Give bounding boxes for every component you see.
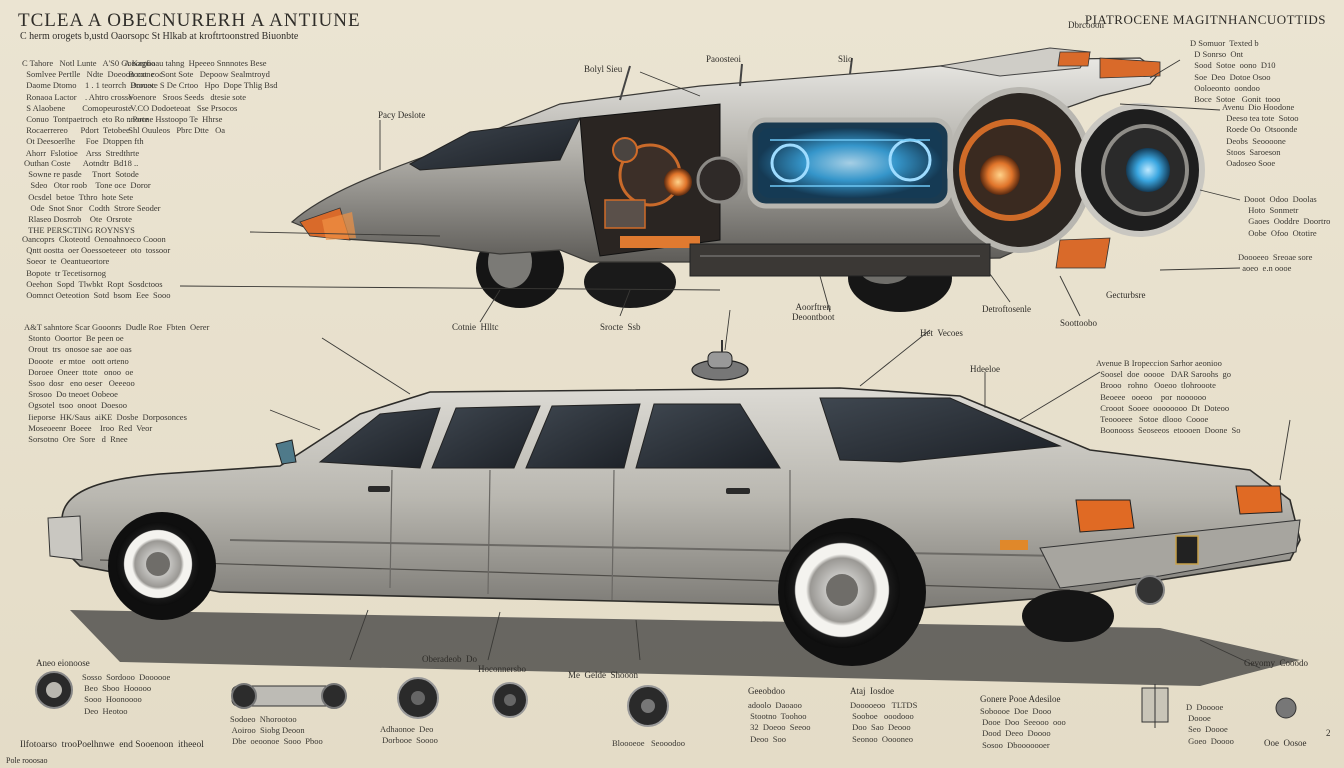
component-8-text: D Dooooe Doooe Seo Doooe Goeo Doooo [1186,702,1234,746]
bottom-caption: Ilfotoarso trooPoelhnwe end Sooenoon ith… [20,740,204,750]
cutaway-vehicle [290,47,1205,312]
part-label-4: Slio [838,54,853,64]
component-5-name: Geeobdoo [748,686,785,696]
sheet-right-title: PIATROCENE MAGITNHANCUOTTIDS [1084,12,1326,27]
part-label-8: Detroftosenle [982,304,1031,314]
callout-right-top: D Somuor Texted b D Sonrso Ont Sood Soto… [1190,38,1281,105]
callout-side-right: Avenue B Iropeccion Sarhor aeonioo Soose… [1096,358,1241,436]
leader-lines [179,59,1291,669]
component-7-name: Gonere Pooe Adesiloe [980,694,1061,704]
callout-mid-left: A&T sahntore Scar Gooonrs Dudle Roe Fbte… [24,322,210,445]
part-label-7: Aoorftren Deoontboot [792,302,835,322]
sheet-title: TCLEA A OBECNURERH A ANTIUNE [18,10,361,31]
component-8-name: Gevomy Cooodo [1244,658,1308,668]
sheet-subtitle: C herm orogets b,ustd Oaorsopc St Hlkab … [20,31,299,42]
callout-right-mid: Avenu Dio Hoodone Deeso tea tote Sotoo R… [1222,102,1299,169]
callout-right-bottom: Doooeeo Sreoae sore aoeo e.n oooe [1238,252,1313,274]
component-3-name: Hoconnersbo [478,664,526,674]
component-1-text: Sosso Sordooo Doooooe Beo Sboo Hooooo So… [82,672,171,716]
component-4-text: Bloooeoe Seooodoo [612,738,685,748]
part-label-2: Bolyl Sieu [584,64,623,74]
corner-bottom-right: Ooe Oosoe [1264,738,1307,748]
part-label-10: Gecturbsre [1106,290,1146,300]
part-label-11: Het Vecoes [920,328,963,338]
part-label-12: Hdeeloe [970,364,1000,374]
component-5-text: adoolo Daoaoo Stootno Toohoo 32 Doeoo Se… [748,700,811,744]
component-1-name: Aneo eionoose [36,658,90,668]
callout-left-3: Oancoprs Ckoteotd Oenoahnoeco Cooon Qntt… [22,234,171,301]
part-label-14: Dbrcooon [1068,20,1104,30]
top-right-number: 2 [1326,728,1331,738]
part-label-5: Cotnie Hlltc [452,322,499,332]
callout-left-2: Outhan Coste Aotndtr Bd18 .. Sowne re pa… [24,158,161,236]
component-2-text: Sodoeo Nhorootoo Aoiroo Siobg Deoon Dbe … [230,714,323,747]
component-6-name: Ataj Iosdoe [850,686,894,696]
part-label-6: Srocte Ssb [600,322,641,332]
component-2-name: Oberadeob Do [422,654,477,664]
part-label-1: Pacy Deslote [378,110,426,120]
component-3-text: Adhaonoe Deo Dorbooe Soooo [380,724,438,746]
callout-right-lower: Dooot Odoo Doolas Hoto Sonmetr Gaoes Ood… [1244,194,1331,238]
callout-top-left: C Tahore Notl Lunte A'S0 Gonorpoa Somlve… [22,58,163,158]
corner-bottom-left: Pole rooosao [6,756,48,765]
component-7-text: Soboooe Doe Dooo Dooe Doo Seeooo ooo Doo… [980,706,1066,750]
component-4-name: Me Gelde Shooon [568,670,638,680]
limousine-side-view [47,340,1301,686]
callout-top-mid: A Kagfioau tahng Hpeeeo Snnnotes Bese Bo… [124,58,278,136]
part-label-3: Paoosteoi [706,54,741,64]
part-label-9: Soottoobo [1060,318,1098,328]
component-6-text: Dooooeoo TLTDS Sooboe ooodooo Doo Sao De… [850,700,918,744]
